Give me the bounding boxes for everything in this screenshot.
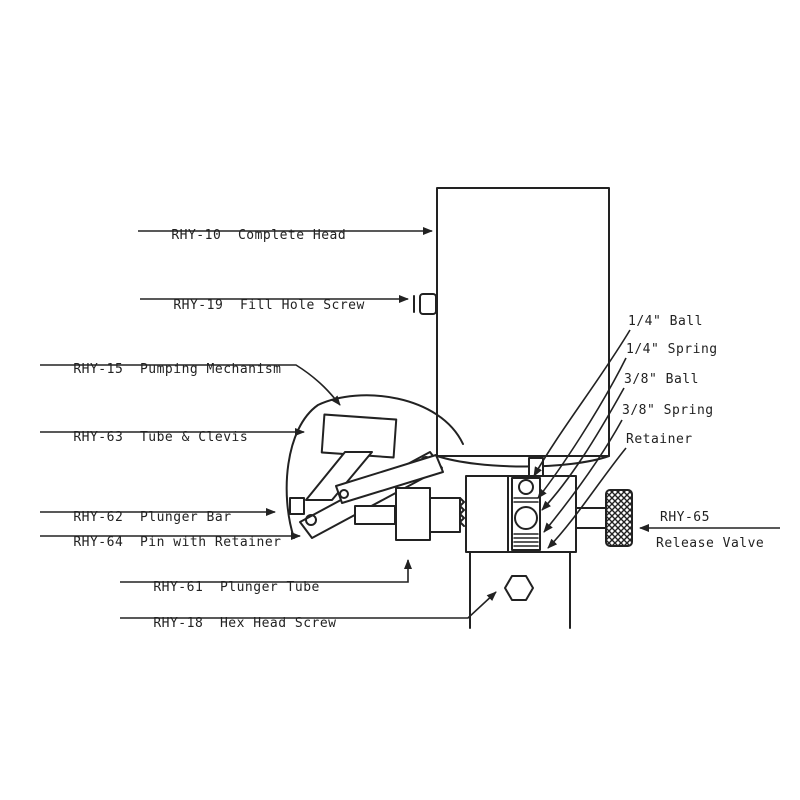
release-valve-knob [605, 489, 633, 547]
leader-three-eighths-spring [543, 419, 623, 533]
plunger-tube [395, 487, 431, 541]
quarter-spring-label: 1/4" Spring [626, 342, 718, 357]
leader-quarter-spring [537, 357, 627, 499]
leader-hex-head-screw [120, 591, 497, 619]
tube-clevis-label: RHY-63 Tube & Clevis [40, 414, 248, 462]
tube-clevis-part: RHY-63 [73, 430, 124, 445]
complete-head-body [436, 187, 610, 457]
fill-hole-screw-label: RHY-19 Fill Hole Screw [140, 282, 365, 330]
plunger-tube-name: Plunger Tube [219, 580, 320, 595]
leader-quarter-ball [533, 329, 631, 477]
release-valve-name: Release Valve [656, 536, 765, 551]
pumping-mechanism-label: RHY-15 Pumping Mechanism [40, 346, 282, 394]
leader-pumping-mechanism [40, 364, 341, 406]
pin-retainer-part: RHY-64 [73, 535, 124, 550]
retainer-label: Retainer [626, 432, 693, 447]
pin-retainer-label: RHY-64 Pin with Retainer [40, 519, 282, 567]
fill-hole-screw-name: Fill Hole Screw [239, 298, 365, 313]
plunger-tube-part: RHY-61 [153, 580, 204, 595]
quarter-ball [518, 479, 534, 495]
plunger-bar-part: RHY-62 [73, 510, 124, 525]
fill-hole-screw [419, 293, 437, 315]
leader-three-eighths-ball [541, 387, 625, 511]
tube-clevis-name: Tube & Clevis [139, 430, 249, 445]
pin-retainer-name: Pin with Retainer [139, 535, 282, 550]
hex-head-screw [504, 575, 534, 601]
complete-head-part: RHY-10 [171, 228, 222, 243]
three-eighths-ball [514, 506, 538, 530]
three-eighths-ball-label: 3/8" Ball [624, 372, 699, 387]
complete-head-name: Complete Head [237, 228, 347, 243]
plunger-tube-label: RHY-61 Plunger Tube [120, 564, 320, 612]
plunger-bar-name: Plunger Bar [139, 510, 232, 525]
leader-plunger-tube [120, 559, 412, 583]
hex-head-screw-name: Hex Head Screw [219, 616, 337, 631]
head-base-curve [436, 455, 610, 468]
pumping-mechanism-housing [285, 394, 464, 539]
complete-head-label: RHY-10 Complete Head [138, 212, 346, 260]
quarter-ball-label: 1/4" Ball [628, 314, 703, 329]
leader-retainer [547, 447, 627, 549]
pumping-mechanism-part: RHY-15 [73, 362, 124, 377]
three-eighths-spring-label: 3/8" Spring [622, 403, 714, 418]
fill-hole-screw-part: RHY-19 [173, 298, 224, 313]
pumping-mechanism-name: Pumping Mechanism [139, 362, 282, 377]
hex-head-screw-part: RHY-18 [153, 616, 204, 631]
hex-head-screw-label: RHY-18 Hex Head Screw [120, 600, 337, 648]
plunger-tube-rod [354, 505, 396, 525]
release-valve-part: RHY-65 [660, 510, 710, 525]
plunger-bar-label: RHY-62 Plunger Bar [40, 494, 232, 542]
